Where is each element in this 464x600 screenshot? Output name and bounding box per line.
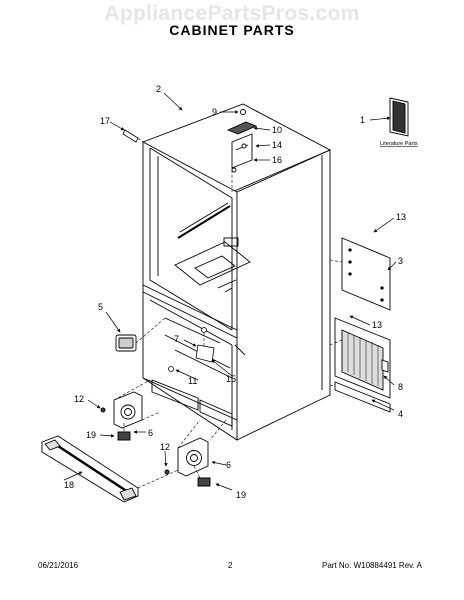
literature-parts-label: Literature Parts [380, 141, 418, 147]
callout-16: 16 [272, 155, 282, 165]
callout-5: 5 [98, 302, 103, 312]
part-17-strip [122, 129, 139, 143]
part-5-module [115, 334, 137, 352]
callout-19-right: 19 [236, 490, 246, 500]
roller-foot-left [100, 391, 143, 441]
callout-numbers: 2 17 9 10 14 16 1 Literature Parts 13 3 … [64, 84, 418, 500]
page-title: CABINET PARTS [169, 22, 295, 38]
top-hinge-assembly [226, 109, 258, 173]
callout-7: 7 [174, 334, 179, 344]
callout-1: 1 [360, 115, 365, 125]
callout-8: 8 [398, 382, 403, 392]
literature-parts [389, 97, 409, 137]
callout-6-right: 6 [226, 460, 231, 470]
exploded-lines [113, 137, 343, 489]
leader-lines [63, 92, 397, 491]
callout-4: 4 [398, 409, 403, 419]
callout-3: 3 [398, 256, 403, 266]
callout-12-left: 12 [74, 394, 84, 404]
callout-18: 18 [64, 480, 74, 490]
callout-14: 14 [272, 140, 282, 150]
callout-17: 17 [100, 116, 110, 126]
callout-9: 9 [212, 107, 217, 117]
callout-11: 11 [188, 376, 197, 386]
callout-6-left: 6 [148, 428, 153, 438]
callout-15: 15 [226, 374, 236, 384]
roller-foot-right [164, 437, 211, 487]
callout-19-left: 19 [86, 430, 96, 440]
grille-panel [334, 317, 391, 413]
callout-12-right: 12 [160, 442, 170, 452]
footer-part-number: Part No. W10884491 Rev. A [322, 561, 422, 570]
toe-grille [41, 435, 139, 503]
center-brackets [168, 327, 215, 372]
callout-13-upper: 13 [396, 212, 406, 222]
rear-panel [341, 237, 391, 311]
callout-10: 10 [272, 125, 282, 135]
callout-2: 2 [156, 84, 161, 94]
footer-date: 06/21/2016 [38, 561, 79, 570]
callout-13-lower: 13 [372, 320, 382, 330]
footer-page-number: 2 [228, 561, 233, 570]
cabinet-body [141, 103, 332, 441]
watermark-text: AppliancePartsPros.com [104, 2, 360, 25]
